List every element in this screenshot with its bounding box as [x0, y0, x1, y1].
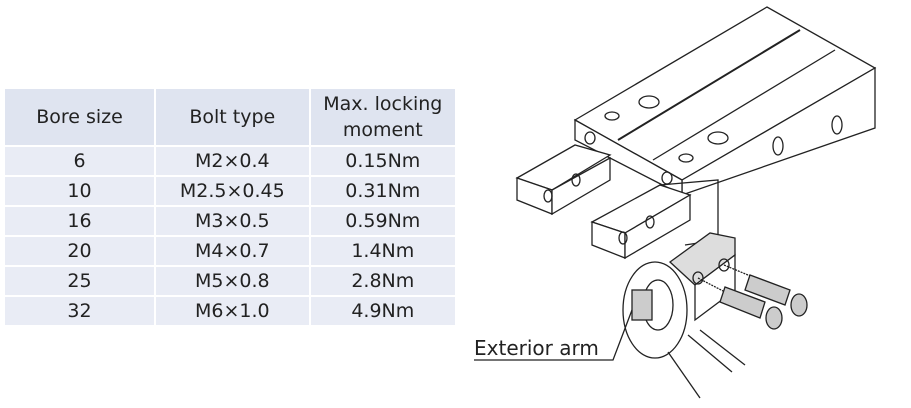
table-header-row: Bore size Bolt type Max. locking moment — [2, 87, 458, 147]
moment-cell: 4.9Nm — [308, 295, 458, 327]
bolt-type-cell: M6×1.0 — [154, 295, 311, 327]
moment-cell: 0.31Nm — [308, 175, 458, 207]
bore-size-cell: 32 — [2, 295, 157, 327]
bolt-type-cell: M2.5×0.45 — [154, 175, 311, 207]
lower-jaw — [590, 179, 719, 260]
bolt-icon — [697, 264, 808, 330]
moment-cell: 1.4Nm — [308, 235, 458, 267]
wrench-icon — [622, 261, 746, 399]
moment-cell: 0.59Nm — [308, 205, 458, 237]
header-bolt-type: Bolt type — [154, 87, 311, 147]
bolt-type-cell: M3×0.5 — [154, 205, 311, 237]
upper-jaw — [515, 144, 612, 216]
bolt-type-cell: M4×0.7 — [154, 235, 311, 267]
bore-size-cell: 25 — [2, 265, 157, 297]
bore-size-cell: 10 — [2, 175, 157, 207]
moment-cell: 0.15Nm — [308, 145, 458, 177]
header-max-locking-moment: Max. locking moment — [308, 87, 458, 147]
bore-size-cell: 20 — [2, 235, 157, 267]
callout-leader-line — [474, 309, 633, 361]
bolt-type-cell: M5×0.8 — [154, 265, 311, 297]
moment-cell: 2.8Nm — [308, 265, 458, 297]
bore-size-cell: 16 — [2, 205, 157, 237]
gripper-assembly-drawing — [474, 6, 877, 399]
bolt-type-cell: M2×0.4 — [154, 145, 311, 177]
gripper-body — [573, 6, 877, 197]
locking-moment-table: Bore size Bolt type Max. locking moment … — [2, 87, 458, 327]
exterior-arm-label: Exterior arm — [474, 336, 599, 360]
header-bore-size: Bore size — [2, 87, 157, 147]
bore-size-cell: 6 — [2, 145, 157, 177]
